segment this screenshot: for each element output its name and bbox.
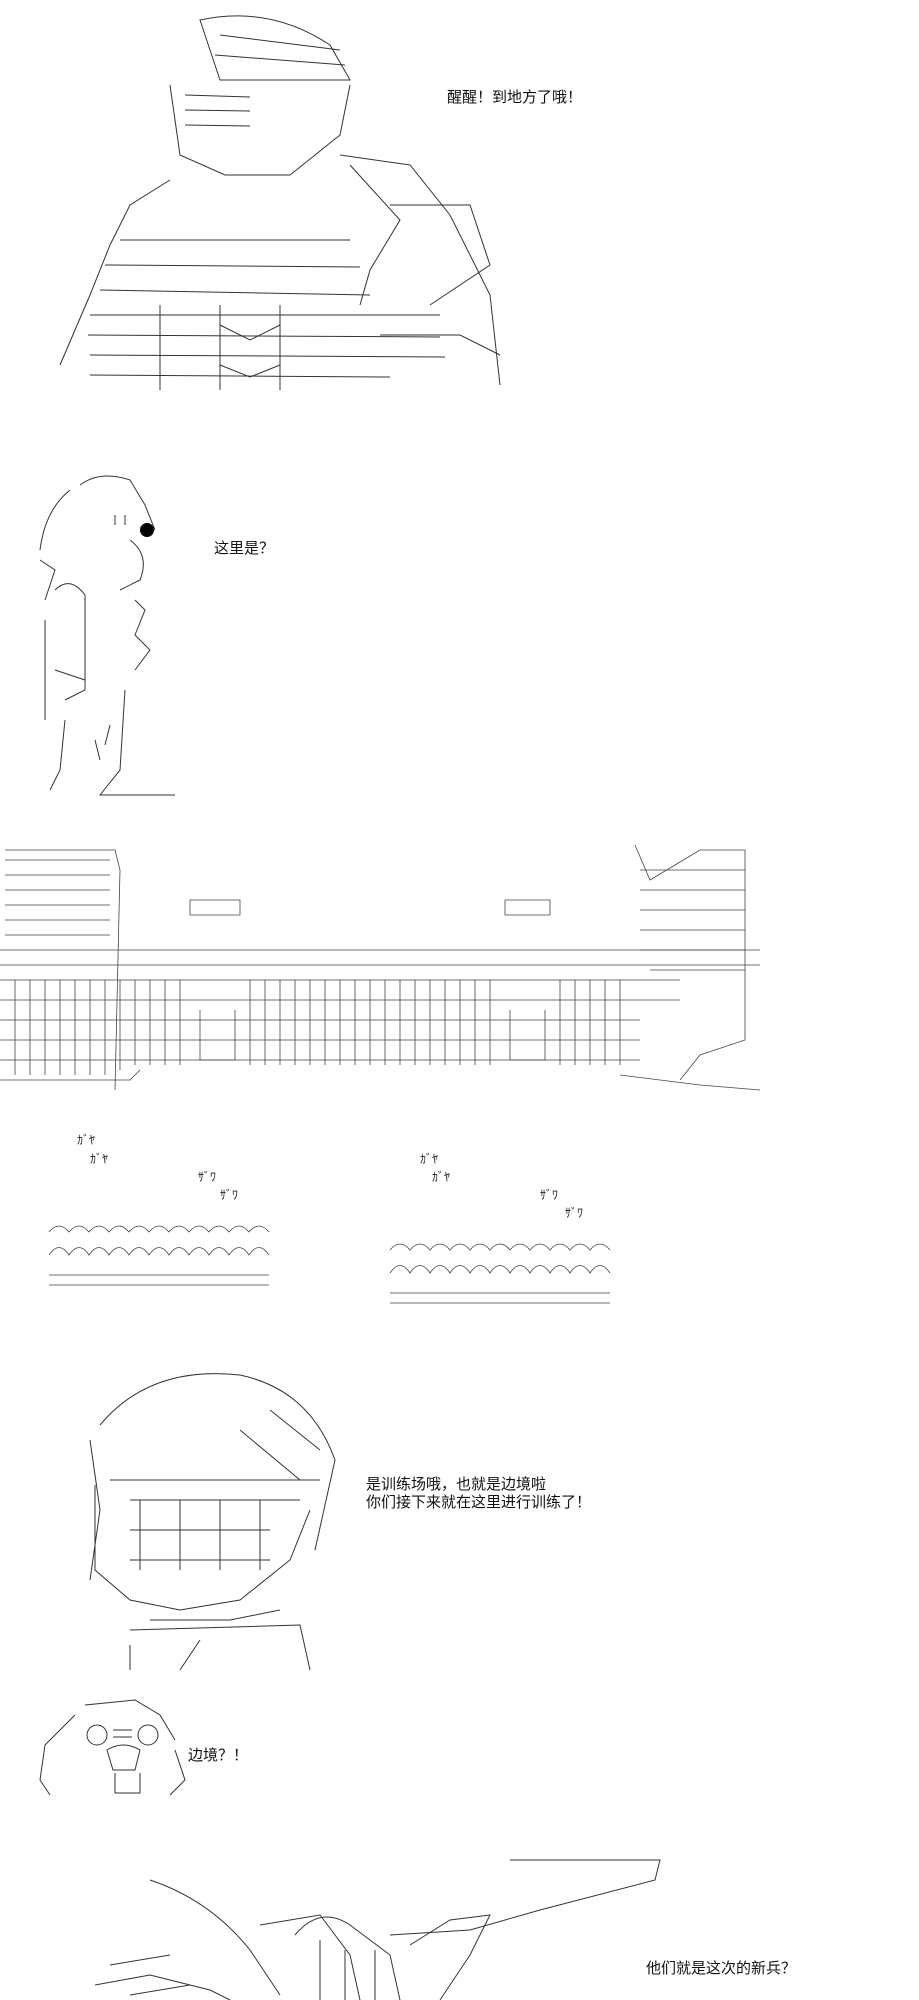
shocked-dialogue: 边境？！	[188, 1746, 249, 1764]
crowd-right-art	[385, 1238, 615, 1308]
officer-dialogue-2: 你们接下来就在这里进行训练了！	[366, 1493, 592, 1511]
sfx-left-4: ｻﾞﾜ	[220, 1188, 239, 1202]
shocked-face-art	[35, 1695, 195, 1805]
soldier-dialogue: 醒醒！到地方了哦！	[447, 88, 583, 106]
child-dialogue: 这里是？	[214, 539, 275, 557]
crowd-left-art	[44, 1220, 274, 1290]
sfx-right-2: ｶﾞﾔ	[432, 1170, 451, 1184]
child-art	[25, 470, 245, 800]
eye-dot-icon	[140, 523, 154, 537]
sfx-right-3: ｻﾞﾜ	[540, 1188, 559, 1202]
commander-art	[90, 1855, 670, 2000]
fortress-art	[0, 840, 760, 1100]
sfx-left-3: ｻﾞﾜ	[198, 1170, 217, 1184]
sfx-left-1: ｶﾞﾔ	[77, 1133, 96, 1147]
soldier-art	[50, 5, 510, 400]
sfx-left-2: ｶﾞﾔ	[90, 1152, 109, 1166]
commander-dialogue: 他们就是这次的新兵？	[646, 1959, 797, 1977]
masked-officer-art	[70, 1370, 350, 1670]
sfx-right-1: ｶﾞﾔ	[420, 1152, 439, 1166]
sfx-right-4: ｻﾞﾜ	[565, 1206, 584, 1220]
officer-dialogue-1: 是训练场哦，也就是边境啦	[366, 1475, 547, 1493]
